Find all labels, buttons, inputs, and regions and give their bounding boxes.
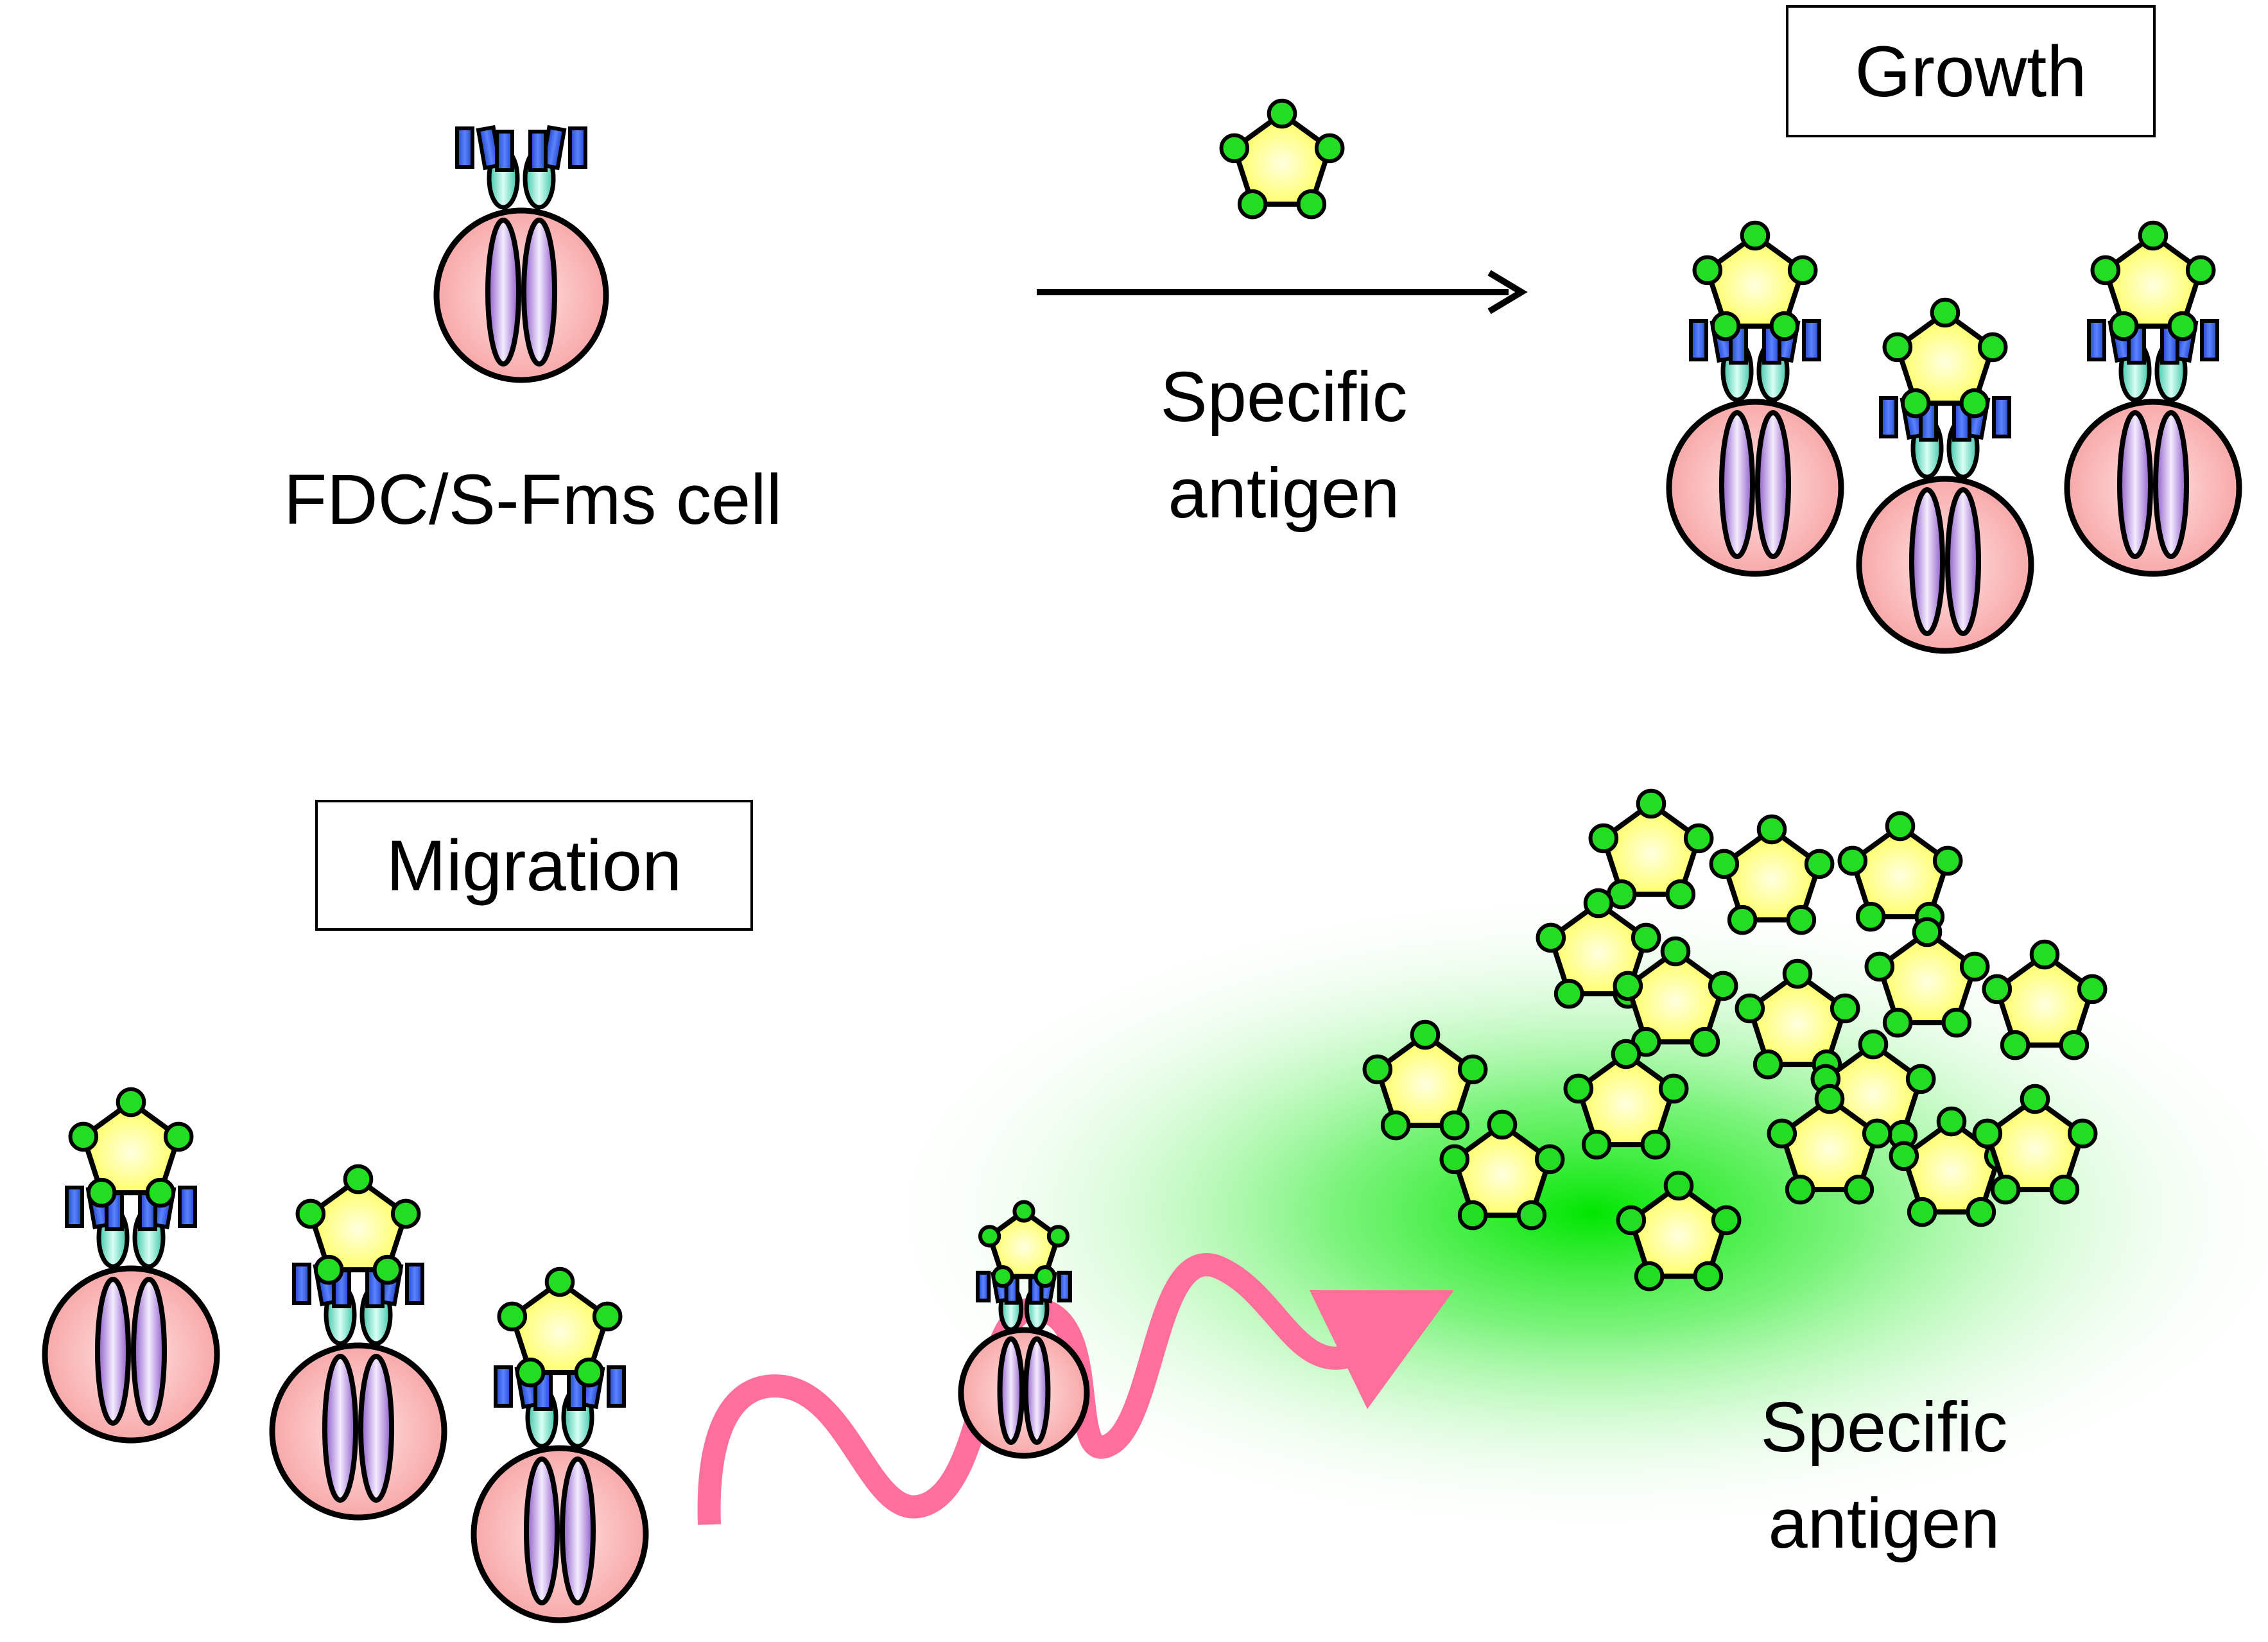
antigen-icon xyxy=(1864,917,1990,1038)
antigen-icon xyxy=(1709,814,1835,935)
antigen-icon xyxy=(295,1164,421,1285)
antigen-icon xyxy=(2090,220,2216,341)
antigen-icon xyxy=(1362,1019,1488,1141)
antigen-icon xyxy=(1837,811,1963,932)
cell-with-receptor-icon xyxy=(433,125,609,383)
cell-with-receptor-icon xyxy=(958,1200,1090,1459)
antigen-icon xyxy=(1219,98,1345,220)
cell-name-label: FDC/S-Fms cell xyxy=(283,460,783,539)
antigen-icon xyxy=(1735,958,1860,1080)
antigen-icon xyxy=(1767,1084,1892,1205)
antigen-icon xyxy=(497,1266,623,1388)
cells-layer xyxy=(42,125,2242,1623)
gradient-label-line1: Specific xyxy=(1760,1388,2008,1467)
antigen-icon xyxy=(1536,888,1661,1009)
cell-with-receptor-icon xyxy=(269,1164,447,1521)
free-antigens-layer xyxy=(1219,98,2108,1292)
antigen-icon xyxy=(978,1200,1070,1288)
antigen-icon xyxy=(1882,297,2008,419)
antigen-icon xyxy=(1588,788,1714,910)
antigen-icon xyxy=(1692,220,1818,341)
antigen-icon xyxy=(1563,1039,1689,1160)
arrow-label-line1: Specific xyxy=(1160,358,1408,436)
arrow-label-line2: antigen xyxy=(1168,454,1400,533)
cell-with-receptor-icon xyxy=(1666,220,1844,577)
main-arrow xyxy=(1037,270,1528,315)
antigen-icon xyxy=(1616,1170,1742,1292)
gradient-label-line2: antigen xyxy=(1768,1484,2000,1563)
growth-label-box: Growth xyxy=(1786,5,2156,137)
antigen-gradient-glow xyxy=(854,879,2268,1547)
cell-with-receptor-icon xyxy=(471,1266,649,1623)
cell-with-receptor-icon xyxy=(1856,297,2034,654)
cell-with-receptor-icon xyxy=(2064,220,2242,577)
antigen-icon xyxy=(1982,939,2108,1060)
migration-label-box: Migration xyxy=(315,800,753,931)
antigen-icon xyxy=(1972,1084,2098,1205)
antigen-icon xyxy=(1889,1106,2014,1227)
antigen-icon xyxy=(1439,1109,1565,1231)
cell-with-receptor-icon xyxy=(42,1087,220,1444)
antigen-icon xyxy=(68,1087,194,1208)
